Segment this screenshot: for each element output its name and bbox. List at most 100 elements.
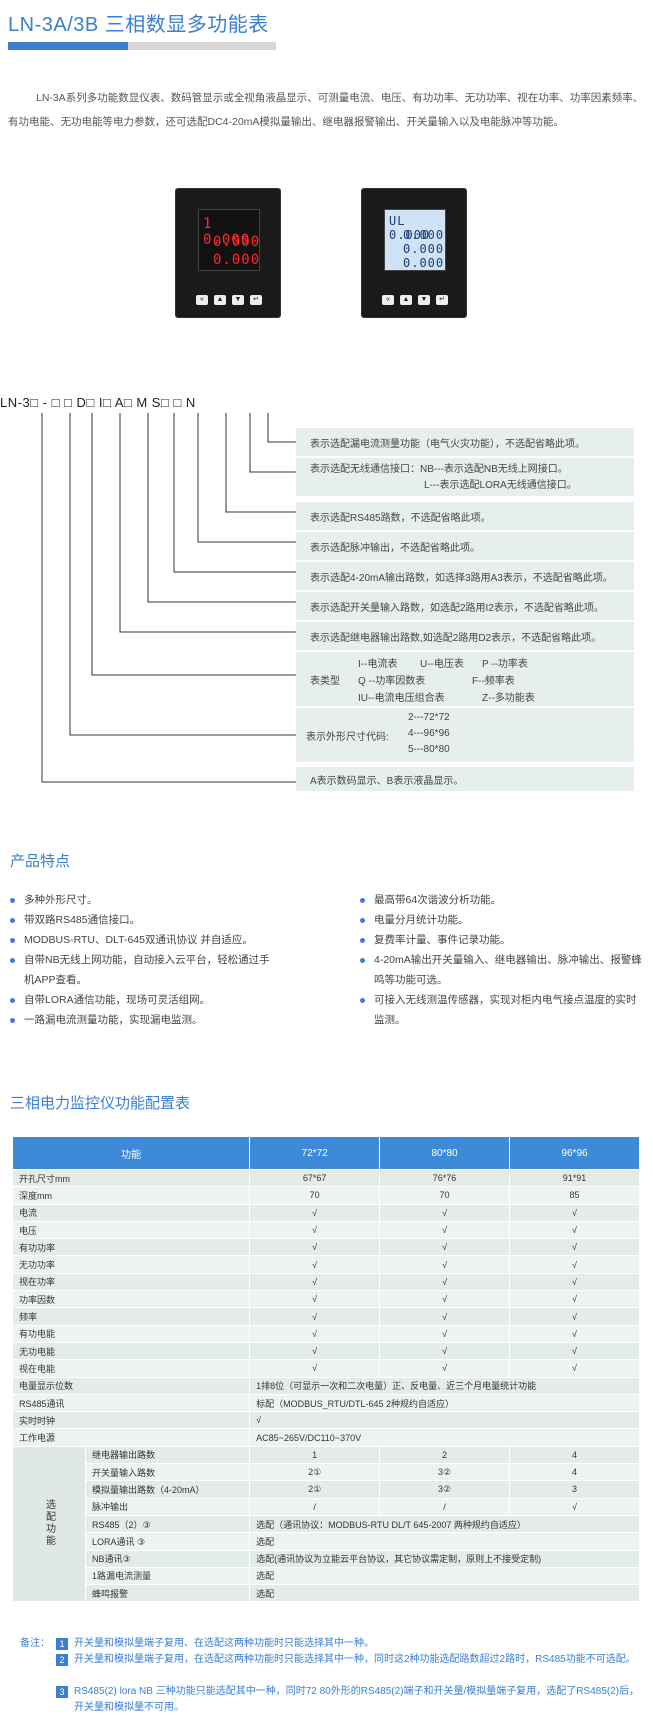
table-row: 脉冲输出//√: [13, 1497, 640, 1516]
table-cell: AC85~265V/DC110~370V: [249, 1428, 640, 1447]
table-cell: 4: [509, 1463, 640, 1482]
table-cell: √: [379, 1290, 511, 1309]
feature-item: 最高带64次谐波分析功能。: [360, 890, 642, 910]
features-right-list: 最高带64次谐波分析功能。 电量分月统计功能。 复费率计量、事件记录功能。 4-…: [360, 890, 642, 1030]
table-row: 有功功率√√√: [11, 1238, 640, 1257]
intro-paragraph: LN-3A系列多功能数显仪表、数码管显示或全视角液晶显示、可测量电流、电压、有功…: [8, 92, 644, 128]
table-cell: 模拟量输出路数（4-20mA）: [84, 1480, 251, 1499]
table-cell: 继电器输出路数: [84, 1445, 251, 1465]
lcd-meter-buttons: « ▲ ▼ ↵: [382, 295, 448, 307]
table-cell: 4: [509, 1445, 640, 1465]
table-cell: 深度mm: [11, 1186, 251, 1205]
note-item: 1 开关量和模拟量端子复用、在选配这两种功能时只能选择其中一种。: [56, 1636, 646, 1652]
note-number: 1: [56, 1638, 68, 1650]
code-desc-switch-input: 表示选配开关量输入路数，如选配2路用I2表示，不选配省略此项。: [296, 592, 634, 620]
table-cell: 70: [379, 1186, 511, 1205]
table-cell: 85: [509, 1186, 640, 1205]
table-cell: RS485（2）③: [84, 1514, 251, 1534]
table-cell: √: [509, 1272, 640, 1292]
table-row: 视在功率√√√: [11, 1272, 640, 1292]
table-cell: 76*76: [379, 1168, 511, 1188]
table-cell: √: [509, 1359, 640, 1378]
table-cell: √: [249, 1220, 381, 1240]
table-row: 频率√√√: [11, 1307, 640, 1326]
table-cell: √: [249, 1290, 381, 1309]
table-cell: √: [509, 1497, 640, 1516]
table-cell: 有功功率: [11, 1238, 251, 1257]
led-row: 1 0.000: [203, 216, 251, 248]
table-cell: 开关量输入路数: [84, 1463, 251, 1482]
table-cell: NB通讯③: [84, 1549, 251, 1568]
table-cell: /: [249, 1497, 381, 1516]
table-title: 三相电力监控仪功能配置表: [10, 1095, 191, 1112]
table-cell: 67*67: [249, 1168, 381, 1188]
table-cell: √: [379, 1220, 511, 1240]
table-row: 视在电能√√√: [11, 1359, 640, 1378]
option-group-label: 选配功能: [12, 1445, 86, 1603]
table-cell: 功率因数: [11, 1290, 251, 1309]
col-header: 功能: [11, 1136, 251, 1170]
note-text: 开关量和模拟量端子复用、在选配这两种功能时只能选择其中一种。: [74, 1638, 374, 1649]
table-cell: √: [249, 1341, 381, 1361]
table-row: 1路漏电流测量选配: [13, 1566, 640, 1586]
table-cell: 脉冲输出: [84, 1497, 251, 1516]
code-desc-size: 表示外形尺寸代码: 2---72*72 4---96*96 5---80*80: [296, 708, 634, 762]
note-number: 3: [56, 1686, 68, 1698]
feature-item: 可接入无线测温传感器，实现对柜内电气接点温度的实时监测。: [360, 990, 642, 1030]
table-cell: 实时时钟: [11, 1411, 251, 1430]
table-cell: 2①: [249, 1480, 381, 1499]
table-row: 蜂鸣报警选配: [13, 1584, 640, 1603]
table-cell: 有功电能: [11, 1324, 251, 1343]
table-cell: √: [249, 1307, 381, 1326]
enter-icon: ↵: [436, 295, 448, 305]
table-cell: 70: [249, 1186, 381, 1205]
code-desc-analog: 表示选配4-20mA输出路数，如选择3路用A3表示，不选配省略此项。: [296, 562, 634, 590]
table-cell: √: [249, 1359, 381, 1378]
table-cell: √: [379, 1324, 511, 1343]
table-cell: 视在电能: [11, 1359, 251, 1378]
table-cell: 选配: [249, 1584, 640, 1603]
table-cell: √: [249, 1411, 640, 1430]
table-cell: 91*91: [509, 1168, 640, 1188]
option-group-text: 选配功能: [43, 1499, 55, 1548]
note-text: RS485(2) lora NB 三种功能只能选配其中一种，同时72 80外形的…: [74, 1686, 640, 1713]
table-cell: √: [509, 1290, 640, 1309]
code-desc-display: A表示数码显示、B表示液晶显示。: [296, 767, 634, 791]
led-row: 0.000: [213, 234, 261, 250]
lcd-meter-image: UL 0.000 0.000 0.000 0.000 « ▲ ▼ ↵: [361, 188, 467, 318]
table-cell: 蜂鸣报警: [84, 1584, 251, 1603]
feature-item: MODBUS-RTU、DLT-645双通讯协议 并自适应。: [10, 930, 272, 950]
table-cell: √: [509, 1255, 640, 1274]
code-desc-wireless: 表示选配无线通信接口：NB---表示选配NB无线上网接口。 L---表示选配LO…: [296, 458, 634, 496]
led-row: 0.000: [213, 252, 261, 268]
page-title: LN-3A/3B 三相数显多功能表: [8, 14, 269, 36]
table-cell: √: [249, 1203, 381, 1222]
table-cell: 1路漏电流测量: [84, 1566, 251, 1586]
up-arrow-icon: ▲: [400, 295, 412, 305]
feature-item: 复费率计量、事件记录功能。: [360, 930, 642, 950]
feature-item: 4-20mA输出开关量输入、继电器输出、脉冲输出、报警蜂鸣等功能可选。: [360, 950, 642, 990]
table-cell: 2①: [249, 1463, 381, 1482]
table-cell: 电流: [11, 1203, 251, 1222]
table-cell: 1: [249, 1445, 381, 1465]
note-item: 3 RS485(2) lora NB 三种功能只能选配其中一种，同时72 80外…: [56, 1684, 646, 1715]
led-meter-image: 1 0.000 0.000 0.000 « ▲ ▼ ↵: [175, 188, 281, 318]
table-row: 无功功率√√√: [11, 1255, 640, 1274]
model-code-leader-lines: [41, 413, 296, 783]
feature-item: 自带NB无线上网功能，自动接入云平台，轻松通过手机APP查看。: [10, 950, 272, 990]
code-desc-pulse: 表示选配脉冲输出，不选配省略此项。: [296, 532, 634, 560]
table-cell: 2: [379, 1445, 511, 1465]
lcd-row: 0.000: [403, 256, 445, 270]
features-left-list: 多种外形尺寸。 带双路RS485通信接口。 MODBUS-RTU、DLT-645…: [10, 890, 272, 1030]
table-row: 电压√√√: [11, 1220, 640, 1240]
title-underline-accent: [8, 42, 128, 50]
table-cell: /: [379, 1497, 511, 1516]
code-desc-leakage: 表示选配漏电流测量功能（电气火灾功能），不选配省略此项。: [296, 428, 634, 456]
